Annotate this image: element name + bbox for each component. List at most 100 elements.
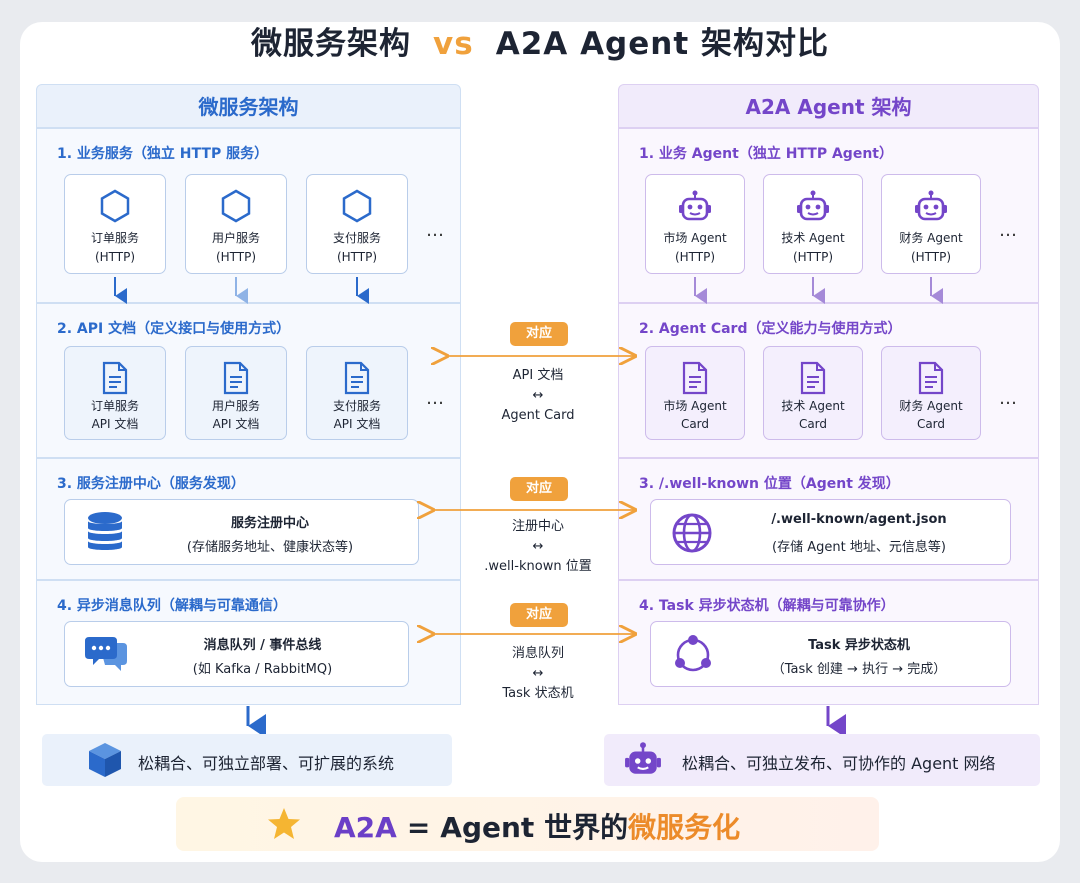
well-known-subtitle: (存储 Agent 地址、元信息等) xyxy=(772,540,946,555)
section-title: 3. /.well-known 位置（Agent 发现） xyxy=(639,476,900,492)
banner-equals: = xyxy=(406,811,431,844)
document-icon xyxy=(800,361,826,395)
box-sublabel: Card xyxy=(798,417,828,431)
agent-card-box-finance: 财务 Agent Card xyxy=(881,346,981,440)
title-right: A2A Agent 架构对比 xyxy=(495,26,829,62)
box-label: 支付服务 xyxy=(332,399,381,413)
api-doc-box-payment: 支付服务 API 文档 xyxy=(306,346,408,440)
robot-icon xyxy=(915,190,947,221)
cycle-icon xyxy=(675,635,711,672)
mapping-text-1: API 文档 ↔ Agent Card xyxy=(458,366,618,426)
mq-title: 消息队列 / 事件总线 xyxy=(203,638,322,653)
box-sublabel: Card xyxy=(916,417,946,431)
ellipsis: … xyxy=(426,388,444,409)
mq-subtitle: (如 Kafka / RabbitMQ) xyxy=(192,662,333,677)
ellipsis: … xyxy=(999,388,1017,409)
correspond-badge-2: 对应 xyxy=(510,477,568,501)
mapping-to: Task 状态机 xyxy=(502,686,574,701)
box-label: 用户服务 xyxy=(211,231,260,245)
registry-box: 服务注册中心 (存储服务地址、健康状态等) xyxy=(64,499,419,565)
box-sublabel: API 文档 xyxy=(333,417,381,431)
ellipsis: … xyxy=(999,220,1017,241)
section-title: 2. API 文档（定义接口与使用方式） xyxy=(57,321,291,337)
robot-icon xyxy=(797,190,829,221)
correspond-badge-3: 对应 xyxy=(510,603,568,627)
section-title: 3. 服务注册中心（服务发现） xyxy=(57,476,245,492)
section-title: 2. Agent Card（定义能力与使用方式） xyxy=(639,321,902,337)
summary-banner: A2A = Agent 世界的微服务化 xyxy=(176,797,879,851)
service-box-payment: 支付服务 (HTTP) xyxy=(306,174,408,274)
agent-card-box-market: 市场 Agent Card xyxy=(645,346,745,440)
mapping-text-3: 消息队列 ↔ Task 状态机 xyxy=(458,644,618,704)
mapping-arrow: ↔ xyxy=(532,388,544,403)
document-icon xyxy=(682,361,708,395)
box-label: 技术 Agent xyxy=(781,231,845,245)
agent-box-market: 市场 Agent (HTTP) xyxy=(645,174,745,274)
banner-a2a: A2A xyxy=(334,811,397,844)
page-title: 微服务架构 vs A2A Agent 架构对比 xyxy=(0,18,1080,63)
agent-card-box-tech: 技术 Agent Card xyxy=(763,346,863,440)
section-title: 1. 业务服务（独立 HTTP 服务） xyxy=(57,146,269,162)
cube-icon xyxy=(89,743,121,777)
mapping-arrow: ↔ xyxy=(532,666,544,681)
robot-icon xyxy=(679,190,711,221)
mapping-from: API 文档 xyxy=(512,368,564,383)
agent-box-tech: 技术 Agent (HTTP) xyxy=(763,174,863,274)
box-label: 技术 Agent xyxy=(781,399,845,413)
hexagon-icon xyxy=(100,189,130,223)
box-label: 订单服务 xyxy=(90,399,139,413)
box-label: 市场 Agent xyxy=(663,231,727,245)
box-label: 市场 Agent xyxy=(663,399,727,413)
correspond-badge-1: 对应 xyxy=(510,322,568,346)
api-doc-box-user: 用户服务 API 文档 xyxy=(185,346,287,440)
box-sublabel: (HTTP) xyxy=(674,250,716,264)
box-label: 支付服务 xyxy=(332,231,381,245)
globe-icon xyxy=(672,513,712,553)
document-icon xyxy=(223,361,249,395)
service-box-user: 用户服务 (HTTP) xyxy=(185,174,287,274)
banner-text: A2A = Agent 世界的微服务化 xyxy=(334,806,740,846)
box-sublabel: (HTTP) xyxy=(910,250,952,264)
right-result-text: 松耦合、可独立发布、可协作的 Agent 网络 xyxy=(682,754,996,773)
message-queue-box: 消息队列 / 事件总线 (如 Kafka / RabbitMQ) xyxy=(64,621,409,687)
box-sublabel: (HTTP) xyxy=(215,250,257,264)
title-vs: vs xyxy=(433,26,474,62)
star-icon xyxy=(268,808,300,839)
agent-box-finance: 财务 Agent (HTTP) xyxy=(881,174,981,274)
robot-icon xyxy=(625,742,661,774)
hexagon-icon xyxy=(342,189,372,223)
mapping-arrow: ↔ xyxy=(532,539,544,554)
box-sublabel: Card xyxy=(680,417,710,431)
box-label: 用户服务 xyxy=(211,399,260,413)
box-sublabel: (HTTP) xyxy=(336,250,378,264)
mapping-from: 注册中心 xyxy=(511,519,564,534)
left-column-header: 微服务架构 xyxy=(36,84,461,128)
task-subtitle: （Task 创建 → 执行 → 完成） xyxy=(771,662,947,677)
title-left: 微服务架构 xyxy=(251,26,412,62)
banner-main: Agent 世界的 xyxy=(440,811,629,844)
box-sublabel: API 文档 xyxy=(212,417,260,431)
section-title: 4. 异步消息队列（解耦与可靠通信） xyxy=(57,598,287,614)
mapping-text-2: 注册中心 ↔ .well-known 位置 xyxy=(458,517,618,577)
document-icon xyxy=(918,361,944,395)
right-column-header: A2A Agent 架构 xyxy=(618,84,1039,128)
box-label: 财务 Agent xyxy=(899,399,963,413)
task-state-machine-box: Task 异步状态机 （Task 创建 → 执行 → 完成） xyxy=(650,621,1011,687)
registry-title: 服务注册中心 xyxy=(230,516,309,531)
hexagon-icon xyxy=(221,189,251,223)
box-label: 财务 Agent xyxy=(899,231,963,245)
banner-highlight: 微服务化 xyxy=(628,811,741,844)
mapping-to: Agent Card xyxy=(501,408,575,423)
task-title: Task 异步状态机 xyxy=(808,638,910,653)
left-result-text: 松耦合、可独立部署、可扩展的系统 xyxy=(138,754,395,773)
box-sublabel: (HTTP) xyxy=(94,250,136,264)
service-box-order: 订单服务 (HTTP) xyxy=(64,174,166,274)
box-label: 订单服务 xyxy=(90,231,139,245)
section-title: 1. 业务 Agent（独立 HTTP Agent） xyxy=(639,146,893,162)
api-doc-box-order: 订单服务 API 文档 xyxy=(64,346,166,440)
section-title: 4. Task 异步状态机（解耦与可靠协作） xyxy=(639,598,895,614)
box-sublabel: API 文档 xyxy=(91,417,139,431)
well-known-title: /.well-known/agent.json xyxy=(771,512,947,527)
mapping-to: .well-known 位置 xyxy=(484,559,592,574)
